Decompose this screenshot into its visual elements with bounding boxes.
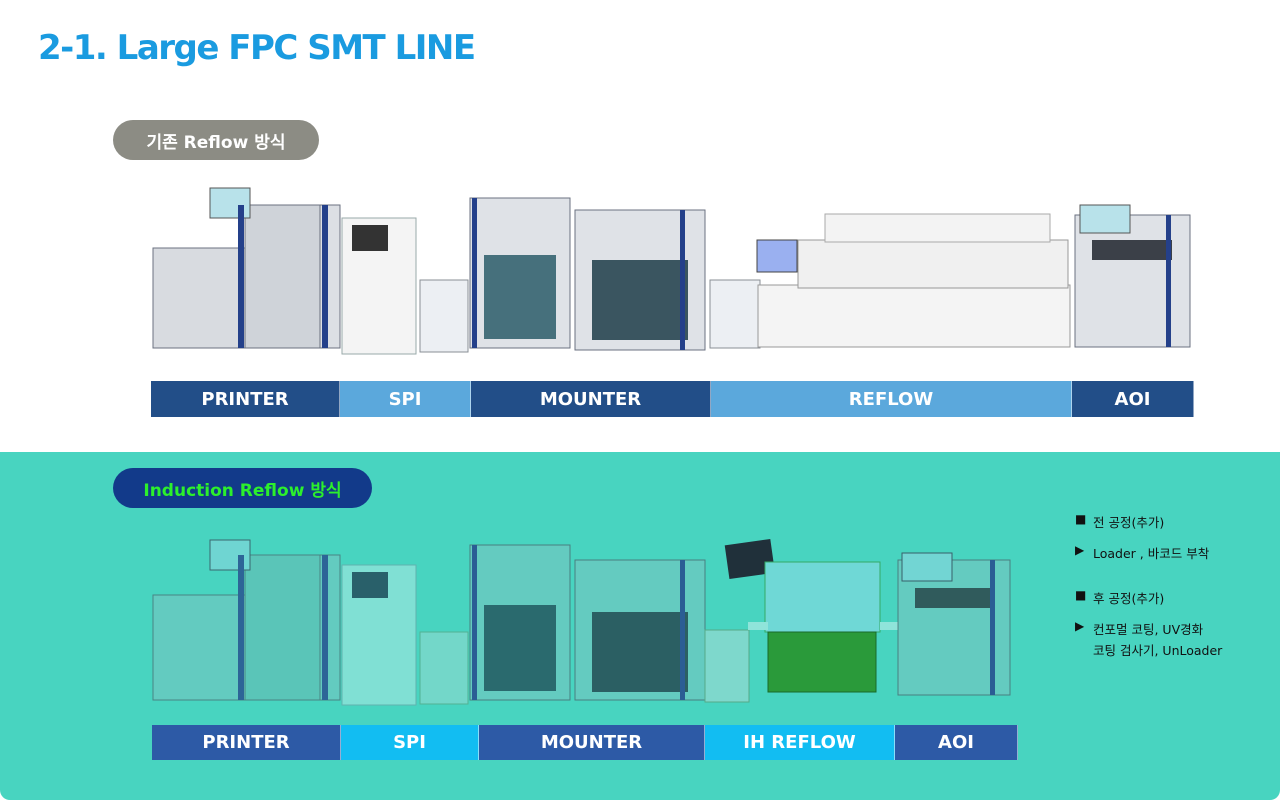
process-notes: ■ 전 공정(추가) ▶ Loader , 바코드 부착 ■ 후 공정(추가) … bbox=[1075, 512, 1222, 671]
spi-machine-icon bbox=[341, 217, 469, 355]
station-aoi: AOI bbox=[895, 725, 1018, 760]
induction-reflow-pill: Induction Reflow 방식 bbox=[113, 468, 372, 508]
note-pre-process: ■ 전 공정(추가) bbox=[1075, 512, 1222, 531]
aoi-machine-icon bbox=[897, 552, 1011, 696]
station-reflow: REFLOW bbox=[711, 381, 1072, 417]
station-spi: SPI bbox=[341, 725, 479, 760]
note-post-process: ■ 후 공정(추가) bbox=[1075, 588, 1222, 607]
note-text: Loader , 바코드 부착 bbox=[1093, 546, 1210, 561]
square-bullet-icon: ■ bbox=[1075, 512, 1087, 526]
printer-machine-icon bbox=[152, 539, 341, 701]
legacy-reflow-pill: 기존 Reflow 방식 bbox=[113, 120, 319, 160]
mounter-machine-icon bbox=[469, 544, 706, 701]
page-title: 2-1. Large FPC SMT LINE bbox=[38, 28, 476, 68]
station-ih-reflow: IH REFLOW bbox=[705, 725, 895, 760]
station-mounter: MOUNTER bbox=[479, 725, 705, 760]
station-spi: SPI bbox=[340, 381, 471, 417]
note-text: 전 공정(추가) bbox=[1093, 515, 1165, 530]
spi-machine-icon bbox=[341, 564, 469, 706]
station-aoi: AOI bbox=[1072, 381, 1194, 417]
legacy-station-bar: PRINTER SPI MOUNTER REFLOW AOI bbox=[151, 381, 1194, 417]
station-mounter: MOUNTER bbox=[471, 381, 711, 417]
reflow-machine-icon bbox=[709, 213, 1071, 349]
note-text: 후 공정(추가) bbox=[1093, 591, 1165, 606]
induction-station-bar: PRINTER SPI MOUNTER IH REFLOW AOI bbox=[152, 725, 1018, 760]
triangle-bullet-icon: ▶ bbox=[1075, 543, 1085, 557]
station-printer: PRINTER bbox=[151, 381, 340, 417]
note-text: 컨포멀 코팅, UV경화 bbox=[1093, 622, 1204, 637]
mounter-machine-icon bbox=[469, 197, 706, 351]
note-inspection: 코팅 검사기, UnLoader bbox=[1075, 640, 1222, 659]
station-printer: PRINTER bbox=[152, 725, 341, 760]
ih-reflow-machine-icon bbox=[704, 538, 898, 703]
triangle-bullet-icon: ▶ bbox=[1075, 619, 1085, 633]
note-text: 코팅 검사기, UnLoader bbox=[1093, 643, 1223, 658]
note-coating: ▶ 컨포멀 코팅, UV경화 bbox=[1075, 619, 1222, 638]
square-bullet-icon: ■ bbox=[1075, 588, 1087, 602]
printer-machine-icon bbox=[152, 187, 341, 349]
legacy-line-illustration bbox=[152, 187, 1191, 355]
aoi-machine-icon bbox=[1074, 204, 1191, 348]
note-loader: ▶ Loader , 바코드 부착 bbox=[1075, 543, 1222, 562]
